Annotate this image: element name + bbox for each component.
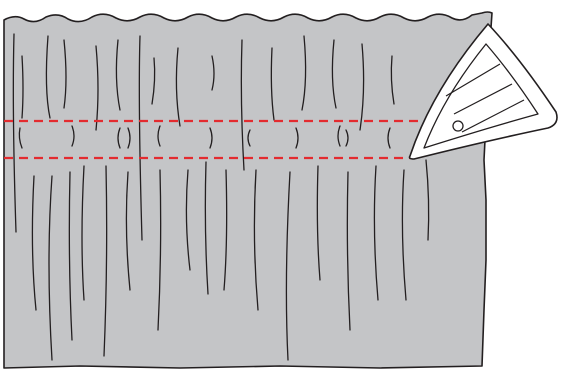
gathered-fabric-panel xyxy=(4,12,492,368)
chalk-hole xyxy=(453,121,463,131)
